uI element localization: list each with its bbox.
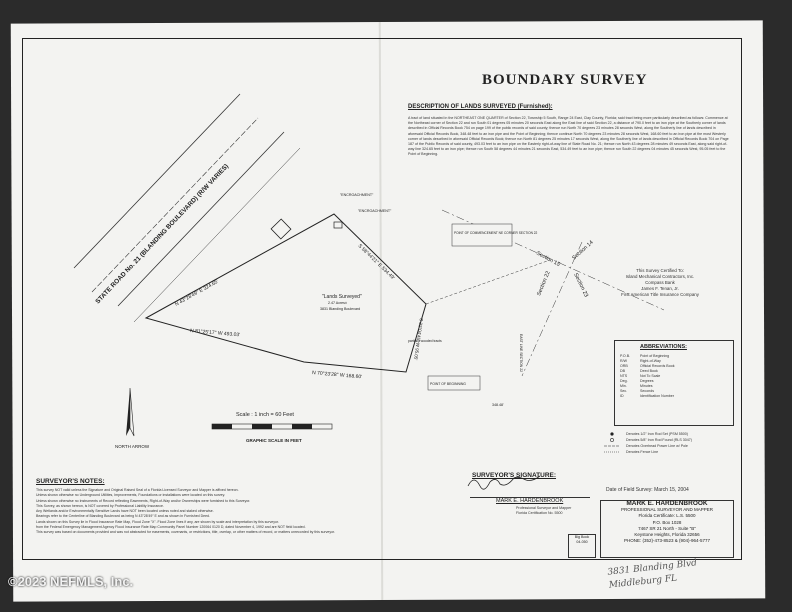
stamp-line: 04-050	[576, 540, 588, 544]
signature-heading: SURVEYOR'S SIGNATURE:	[472, 472, 557, 479]
abbr-code: DB	[620, 369, 625, 373]
abbr-code: ID	[620, 394, 624, 398]
mls-watermark: ©2023 NEFMLS, Inc.	[8, 574, 134, 589]
signature-line	[470, 497, 590, 498]
abbreviations-box	[614, 340, 734, 426]
encroachment-label-2: "ENCROACHMENT"	[358, 209, 392, 213]
abbr-meaning: Identification Number	[640, 394, 674, 398]
title-block-line: 7467 SR 21 North - Suite "B"	[638, 525, 696, 531]
abbr-code: ORB	[620, 364, 628, 368]
wooded-note: partially wooded tracts	[408, 339, 442, 343]
lands-surveyed-acres: 2.47 Acres±	[328, 301, 347, 305]
note-line: Unless shown otherwise no Underground Ut…	[36, 493, 226, 498]
shed	[333, 221, 343, 229]
property-boundary	[144, 213, 427, 373]
bearing-west: N 43°28'49" E 324.65'	[174, 279, 220, 308]
cert-name: Island Mechanical Contractors, Inc.	[625, 274, 695, 279]
abbr-meaning: Degrees	[640, 379, 654, 383]
title-block-name: MARK E. HARDENBROOK	[626, 500, 708, 507]
certification-block: This Survey Certified To: Island Mechani…	[600, 268, 720, 298]
abbr-code: Sec.	[620, 389, 628, 393]
description-text: A tract of land situated in the NORTHEAS…	[408, 116, 729, 157]
title-block-line: Keystone Heights, Florida 32656	[634, 532, 700, 538]
certification-heading: This Survey Certified To:	[636, 268, 684, 273]
note-line: Lands shown on this Survey lie in Flood …	[36, 519, 279, 524]
page-title: BOUNDARY SURVEY	[482, 72, 648, 88]
note-line: This survey NOT valid unless the Signatu…	[36, 488, 239, 492]
poc-box	[451, 223, 513, 247]
surveyor-name: MARK E. HARDENBROOK	[496, 498, 564, 504]
bearing-north: S 58°44'21" E 534.49'	[357, 243, 396, 281]
cert-name: Compass Bank	[645, 280, 675, 285]
section-15-label: Section 15	[535, 250, 561, 268]
abbr-code: Min.	[620, 384, 627, 388]
distance-348: 348.48'	[492, 403, 504, 407]
note-line: Unless shown otherwise no Instruments of…	[36, 498, 251, 503]
tie-line	[425, 259, 551, 305]
title-block-phone: PHONE: (352)-473-8523 & (904)-964-5777	[623, 538, 711, 544]
note-line: from the Federal Emergency Management Ag…	[36, 525, 306, 530]
note-line: This survey was based on documents provi…	[36, 530, 336, 535]
abbr-meaning: Official Records Book	[640, 364, 675, 368]
legend-symbols	[604, 432, 620, 453]
building-footprint	[270, 218, 292, 240]
legend-item: Denotes 5/8" Iron Rod Found (RLS 3047)	[626, 438, 693, 442]
note-line: Any Wetlands and/or Environmentally Sens…	[36, 509, 214, 514]
survey-plan-drawing: STATE ROAD No. 21 (BLANDING BOULEVARD) (…	[73, 93, 665, 490]
section-14-label: Section 14	[571, 240, 594, 262]
abbr-meaning: Point of Beginning	[640, 354, 670, 358]
surveyor-cert: Florida Certification No. 5500	[516, 511, 563, 515]
note-line: This Survey, as shown hereon, is NOT cov…	[36, 503, 164, 508]
title-block: MARK E. HARDENBROOK PROFESSIONAL SURVEYO…	[600, 500, 734, 558]
section-22-label: Section 22	[536, 270, 551, 296]
abbr-code: P.O.B.	[620, 354, 631, 358]
abbr-meaning: Not To Scale	[640, 374, 661, 378]
poc-label: POINT OF COMMENCEMENT NE CORNER SECTION …	[454, 231, 538, 235]
abbr-meaning: Deed Book	[640, 369, 658, 373]
legend-item: Denotes Overhead Power Line w/ Pole	[626, 444, 688, 448]
title-block-line: Florida Certificate: L.S. 5500	[638, 513, 696, 519]
title-block-line: PROFESSIONAL SURVEYOR AND MAPPER	[620, 507, 714, 513]
graphic-scale-bar	[211, 423, 333, 430]
abbreviations-heading: ABBREVIATIONS:	[640, 344, 687, 350]
bearing-south: N 81°25'17" W 493.03'	[190, 328, 241, 338]
abbr-code: Deg.	[620, 379, 628, 383]
north-arrow-icon	[126, 387, 135, 437]
lands-surveyed-address: 3831 Blanding Boulevard	[320, 307, 360, 311]
scale-text: Scale : 1 inch = 60 Feet	[236, 412, 294, 418]
drawing-border	[22, 38, 742, 560]
description-heading: DESCRIPTION OF LANDS SURVEYED (Furnished…	[408, 104, 553, 110]
road-corridor	[73, 93, 301, 323]
encroachment-label-1: "ENCROACHMENT"	[340, 193, 374, 197]
section-23-label: Section 23	[572, 272, 589, 298]
abbr-meaning: Right-of-Way	[640, 359, 661, 363]
note-line: Bearings refer to the Centerline of Blan…	[36, 514, 210, 519]
graphic-scale-label: GRAPHIC SCALE IN FEET	[246, 438, 302, 443]
abbr-meaning: Minutes	[640, 384, 653, 388]
field-survey-date: Date of Field Survey: March 15, 2004	[606, 487, 689, 493]
job-stamp: Big Book 04-050	[568, 534, 596, 558]
notes-heading: SURVEYOR'S NOTES:	[36, 478, 105, 485]
pob-box	[427, 375, 481, 391]
legend-item: Denotes 1/2" Iron Rod Set (PSM 5500)	[626, 432, 689, 436]
cert-name: James F. Tenan, Jr.	[641, 286, 679, 291]
notes-list: This survey NOT valid unless the Signatu…	[36, 488, 476, 536]
abbr-code: NTS	[620, 374, 628, 378]
cert-name: First American Title Insurance Company	[621, 292, 699, 297]
surveyor-title: Professional Surveyor and Mapper	[516, 506, 572, 510]
east-line-label: EAST LINE SECTION 22	[519, 334, 523, 372]
abbr-meaning: Seconds	[640, 389, 654, 393]
bearing-southeast: N 70°23'28" W 168.60'	[312, 370, 363, 380]
signature-mark	[467, 475, 541, 490]
abbr-code: R/W	[620, 359, 627, 363]
lands-surveyed-label: "Lands Surveyed"	[322, 294, 362, 300]
surveyor-credentials: Professional Surveyor and Mapper Florida…	[516, 506, 571, 516]
title-block-line: P.O. Box 1028	[652, 519, 682, 525]
pob-label: POINT OF BEGINNING	[430, 382, 466, 386]
bearing-east: S 22°04'45" W 95.05'	[413, 318, 424, 361]
stamp-line: Big Book	[574, 535, 590, 539]
legend-item: Denotes Fence Line	[626, 450, 659, 454]
north-arrow-label: NORTH ARROW	[115, 444, 150, 449]
